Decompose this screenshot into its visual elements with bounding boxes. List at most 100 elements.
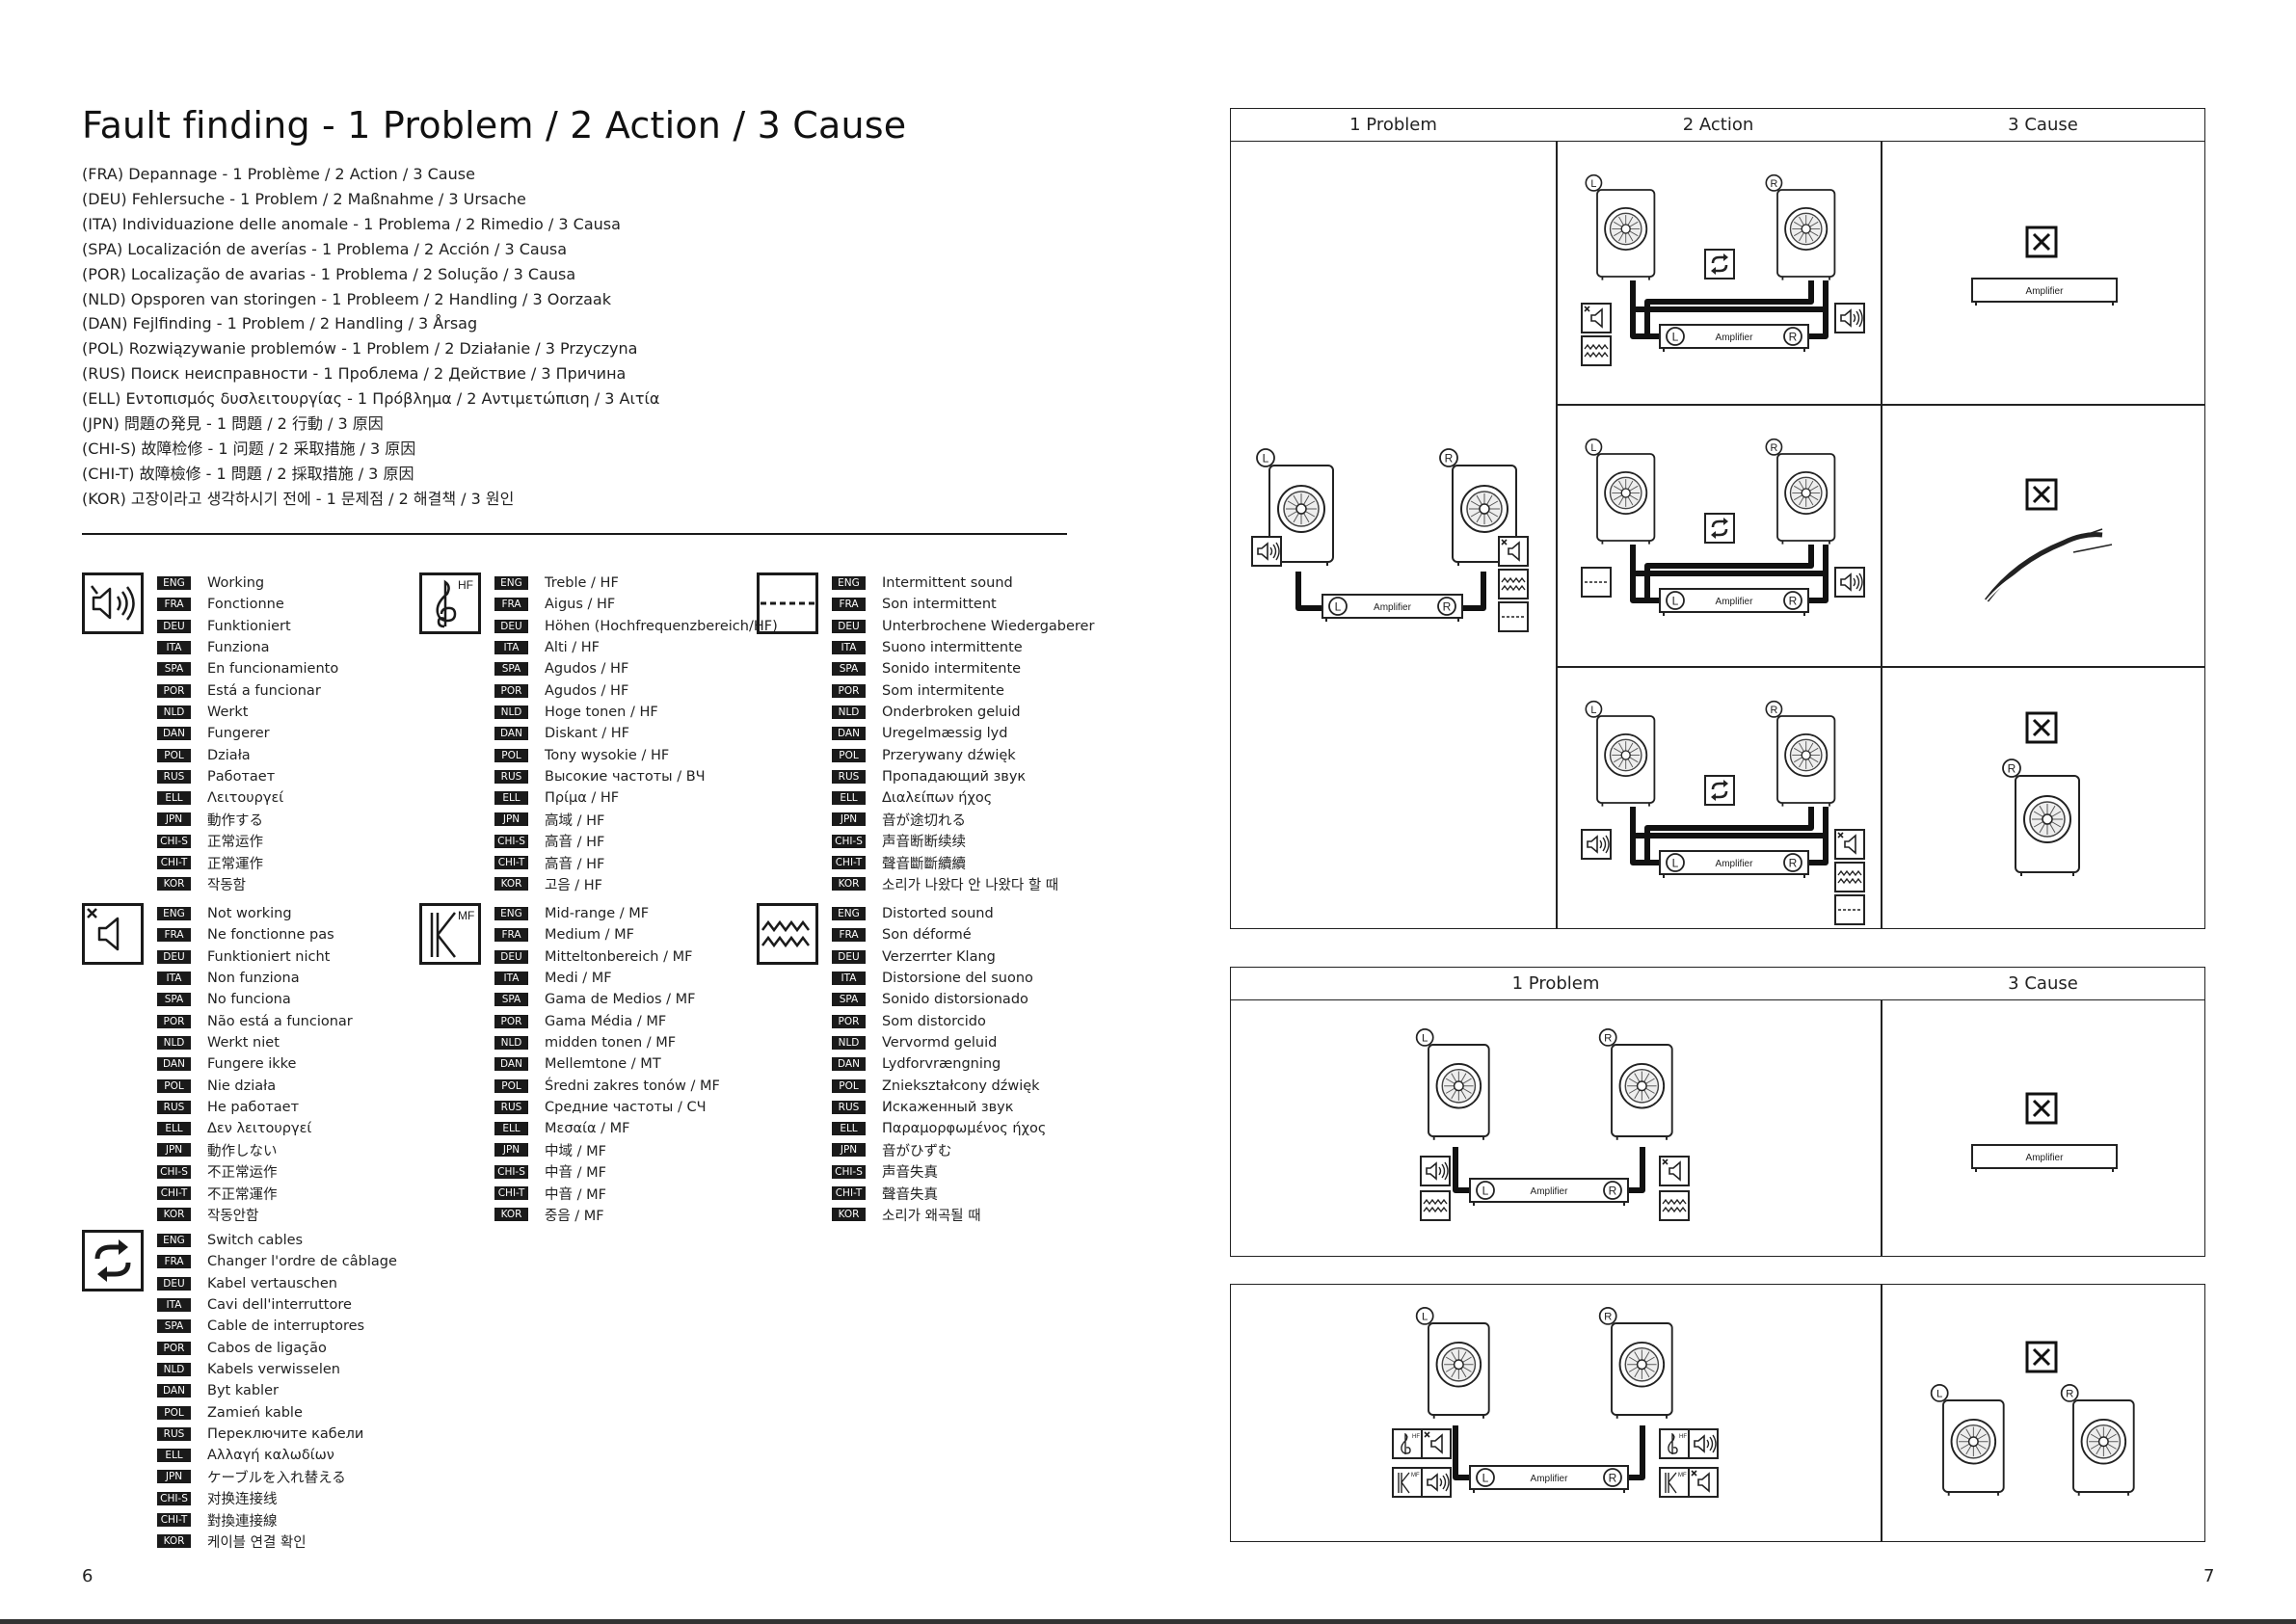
svg-text:L: L [1263, 452, 1269, 466]
legend-text: 中音 / MF [545, 1165, 606, 1182]
treble-icon: HF [1392, 1428, 1423, 1459]
language-code-badge: SPA [494, 662, 528, 677]
page-number-right: 7 [2203, 1566, 2215, 1586]
svg-text:HF: HF [458, 578, 473, 592]
legend-text: 对换连接线 [207, 1492, 278, 1508]
legend-text: Zamień kable [207, 1404, 303, 1421]
language-code-badge: KOR [832, 877, 866, 892]
legend-text: Werkt [207, 704, 249, 720]
language-code-badge: CHI-S [157, 1164, 191, 1179]
speaker-icon: L [1415, 1306, 1490, 1419]
legend-text: 高音 / HF [545, 856, 605, 872]
legend-text: 中域 / MF [545, 1143, 606, 1159]
speaker-icon: L [1585, 700, 1656, 807]
language-code-badge: JPN [157, 1470, 191, 1484]
svg-text:L: L [1936, 1389, 1942, 1400]
legend-text: Working [207, 575, 265, 592]
treble-icon: HF [1659, 1428, 1690, 1459]
speaker-not-working-icon [82, 903, 144, 965]
switch-cables-icon [82, 1230, 144, 1291]
language-code-badge: FRA [157, 928, 191, 943]
title-translation-line: (POR) Localização de avarias - 1 Problem… [82, 264, 576, 283]
language-code-badge: JPN [157, 812, 191, 827]
language-code-badge: ENG [157, 576, 191, 591]
channel-label: L [1585, 438, 1603, 456]
legend-text: Byt kabler [207, 1383, 279, 1399]
legend-text: Onderbroken geluid [882, 704, 1021, 720]
language-code-badge: NLD [494, 705, 528, 719]
legend-text: 케이블 연결 확인 [207, 1534, 307, 1551]
speaker-not-working-icon [1659, 1156, 1690, 1186]
language-code-badge: POL [832, 748, 866, 762]
legend-text: 正常運作 [207, 856, 263, 872]
speaker-icon: L [1930, 1383, 2005, 1496]
language-code-badge: ITA [157, 972, 191, 986]
speaker-working-icon [1688, 1428, 1719, 1459]
distorted-sound-icon [1834, 862, 1865, 892]
language-code-badge: DEU [494, 619, 528, 633]
language-code-badge: CHI-T [494, 1186, 528, 1200]
title-translation-line: (CHI-T) 故障檢修 - 1 問題 / 2 採取措施 / 3 原因 [82, 464, 414, 483]
cause-diagram-speaker: R [2002, 711, 2080, 876]
speaker-not-working-icon [1581, 303, 1612, 333]
legend-text: 소리가 왜곡될 때 [882, 1208, 981, 1224]
channel-label: L [1415, 1306, 1434, 1325]
cause-diagram-cable [1985, 478, 2113, 602]
midrange-mf-icon: MF [419, 903, 481, 965]
legend-text: Sonido distorsionado [882, 992, 1028, 1008]
legend-text: Przerywany dźwięk [882, 747, 1016, 763]
intermittent-sound-icon [757, 572, 818, 634]
legend-text: 正常运作 [207, 835, 263, 851]
legend-text: Работает [207, 768, 276, 785]
legend-text: Medi / MF [545, 971, 612, 987]
svg-text:R: R [1609, 1472, 1617, 1485]
legend-text: Искаженный звук [882, 1099, 1014, 1115]
legend-text: Cavi dell'interruttore [207, 1297, 352, 1314]
language-code-badge: SPA [494, 993, 528, 1007]
channel-label: L [1415, 1027, 1434, 1047]
svg-text:MF: MF [458, 909, 474, 922]
legend-text: Distorsione del suono [882, 971, 1033, 987]
language-code-badge: POL [157, 1078, 191, 1093]
language-code-badge: KOR [494, 1208, 528, 1222]
legend-text: Treble / HF [545, 575, 619, 592]
speaker-icon: R [1598, 1306, 1673, 1419]
amplifier-box: Amplifier [1971, 1144, 2118, 1172]
speaker-working-icon [1251, 536, 1282, 567]
channel-label: R [2060, 1383, 2079, 1402]
svg-text:L: L [1590, 705, 1596, 716]
legend-text: Fonctionne [207, 597, 284, 613]
midrange-icon: MF [1659, 1467, 1690, 1498]
language-code-badge: SPA [832, 662, 866, 677]
language-code-badge: DEU [832, 949, 866, 964]
svg-text:R: R [1604, 1312, 1612, 1323]
speaker-icon: L [1585, 438, 1656, 545]
language-code-badge: CHI-T [832, 856, 866, 869]
legend-text: Está a funcionar [207, 682, 321, 699]
language-code-badge: CHI-T [157, 1513, 191, 1527]
legend-text: 작동안함 [207, 1208, 259, 1224]
svg-text:L: L [1590, 442, 1596, 454]
legend-text: ケーブルを入れ替える [207, 1470, 346, 1486]
switch-cables-icon [1704, 249, 1735, 280]
legend-text: Aigus / HF [545, 597, 616, 613]
